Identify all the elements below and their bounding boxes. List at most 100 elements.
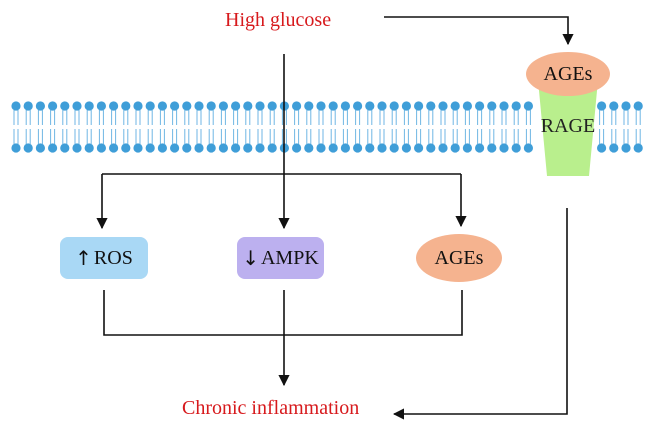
lipid-head: [60, 143, 70, 153]
lipid-head: [414, 143, 424, 153]
lipid-head: [365, 143, 375, 153]
lipid-head: [231, 143, 241, 153]
lipid-head: [218, 101, 228, 111]
lipid-head: [621, 143, 631, 153]
lipid-head: [597, 101, 607, 111]
lipid-head: [35, 101, 46, 111]
lipid-head: [389, 143, 399, 153]
up-arrow-icon: ↑: [75, 246, 92, 270]
lipid-head: [633, 143, 643, 153]
ampk-label: AMPK: [260, 246, 319, 269]
lipid-head: [304, 143, 314, 153]
lipid-head: [194, 143, 204, 153]
lipid-head: [292, 101, 302, 111]
ros-label: ROS: [93, 246, 133, 269]
lipid-head: [267, 143, 277, 153]
rage-label: RAGE: [540, 115, 596, 137]
lipid-head: [523, 143, 534, 153]
lipid-head: [597, 143, 607, 153]
lipid-head: [328, 101, 338, 111]
lipid-head: [206, 143, 216, 153]
lipid-head: [243, 143, 253, 153]
ros-box: ↑ ROS: [60, 237, 148, 279]
lipid-head: [475, 143, 485, 153]
lipid-head: [499, 101, 509, 111]
lipid-head: [243, 101, 253, 111]
lipid-head: [426, 143, 436, 153]
lipid-head: [145, 101, 155, 111]
ages-ligand-label: AGEs: [543, 62, 593, 85]
lipid-head: [389, 101, 399, 111]
ages-node-label: AGEs: [434, 246, 484, 269]
lipid-head: [35, 143, 46, 153]
high-glucose-label: High glucose: [225, 9, 332, 31]
lipid-head: [450, 143, 460, 153]
lipid-head: [377, 101, 387, 111]
lipid-head: [206, 101, 216, 111]
lipid-head: [121, 101, 131, 111]
lipid-head: [462, 143, 472, 153]
lipid-head: [133, 101, 143, 111]
lipid-head: [145, 143, 155, 153]
lipid-head: [231, 101, 241, 111]
lipid-head: [414, 101, 424, 111]
lipid-head: [353, 101, 363, 111]
lipid-head: [401, 101, 411, 111]
lipid-head: [316, 143, 326, 153]
ages-ligand: AGEs: [526, 52, 610, 96]
lipid-head: [48, 101, 58, 111]
ages-node: AGEs: [416, 234, 502, 282]
cell-membrane: [11, 101, 643, 153]
lipid-head: [377, 143, 387, 153]
lipid-head: [11, 143, 21, 153]
lipid-head: [499, 143, 509, 153]
lipid-head: [609, 143, 619, 153]
lipid-head: [109, 101, 119, 111]
merge-line: [103, 290, 463, 336]
lipid-head: [462, 101, 472, 111]
lipid-head: [267, 101, 277, 111]
lipid-head: [170, 143, 180, 153]
lipid-head: [475, 101, 485, 111]
lipid-head: [11, 101, 21, 111]
lipid-head: [133, 143, 143, 153]
lipid-head: [170, 101, 180, 111]
lipid-head: [633, 101, 643, 111]
lipid-head: [157, 101, 167, 111]
lipid-head: [182, 101, 192, 111]
lipid-head: [450, 101, 460, 111]
rage-receptor-shape: [538, 80, 598, 176]
lipid-head: [23, 101, 33, 111]
lipid-head: [23, 143, 33, 153]
lipid-head: [255, 101, 265, 111]
lipid-head: [316, 101, 326, 111]
down-arrow-icon: ↓: [242, 246, 259, 270]
lipid-head: [255, 143, 265, 153]
lipid-head: [109, 143, 119, 153]
ampk-box: ↓ AMPK: [237, 237, 324, 279]
lipid-head: [340, 143, 350, 153]
lipid-head: [194, 101, 204, 111]
lipid-head: [84, 143, 94, 153]
lipid-head: [48, 143, 58, 153]
lipid-head: [511, 143, 521, 153]
arrow-glucose-to-rage: [384, 16, 574, 46]
arrow-rage-to-inflammation: [392, 208, 568, 420]
lipid-head: [438, 101, 448, 111]
lipid-head: [72, 101, 82, 111]
lipid-head: [304, 101, 314, 111]
lipid-head: [121, 143, 131, 153]
lipid-head: [182, 143, 192, 153]
lipid-head: [609, 101, 619, 111]
lipid-head: [426, 101, 436, 111]
lipid-head: [157, 143, 167, 153]
lipid-head: [292, 143, 302, 153]
lipid-head: [60, 101, 70, 111]
lipid-head: [438, 143, 448, 153]
lipid-head: [621, 101, 631, 111]
lipid-head: [218, 143, 228, 153]
lipid-head: [96, 143, 106, 153]
lipid-head: [365, 101, 375, 111]
